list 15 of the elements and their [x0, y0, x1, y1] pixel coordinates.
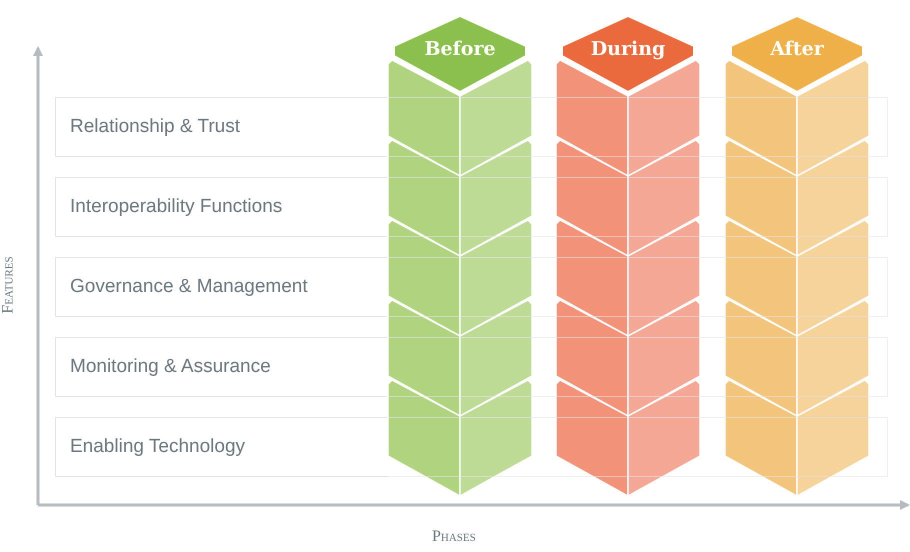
feature-band: [55, 97, 388, 157]
feature-band: [55, 257, 388, 317]
axis-title: Phases: [432, 528, 476, 546]
feature-band: [55, 177, 388, 237]
axis-title: Features: [0, 256, 18, 314]
feature-label: Interoperability Functions: [70, 196, 282, 218]
feature-label: Monitoring & Assurance: [70, 356, 271, 378]
phase-label: After: [769, 38, 825, 60]
feature-band: [55, 337, 388, 397]
feature-band: [55, 417, 388, 477]
phase-label: During: [590, 38, 666, 60]
feature-label: Governance & Management: [70, 276, 308, 298]
feature-label: Enabling Technology: [70, 436, 246, 458]
phase-label: Before: [423, 38, 497, 60]
feature-label: Relationship & Trust: [70, 116, 240, 138]
